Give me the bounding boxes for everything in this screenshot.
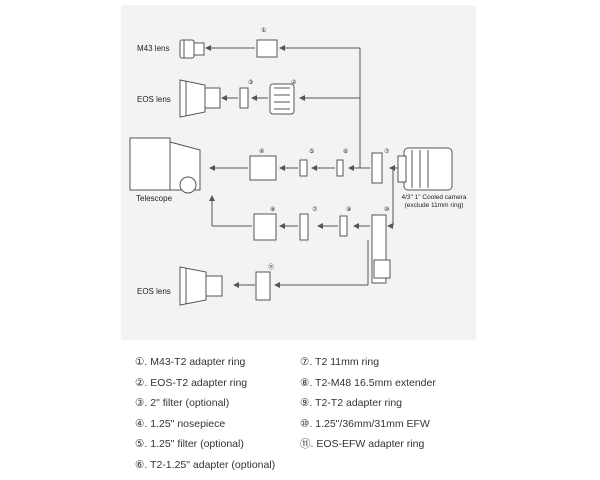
marker-11: ⑪ (268, 264, 275, 271)
2in-filter-icon (239, 87, 249, 109)
camera-label: 4/3" 1" Cooled camera (exclude 11mm ring… (398, 194, 470, 210)
marker-4: ④ (259, 148, 265, 155)
telescope-label: Telescope (136, 194, 173, 203)
camera-label-line1: 4/3" 1" Cooled camera (401, 194, 467, 201)
legend-left: ①. M43-T2 adapter ring ②. EOS-T2 adapter… (135, 352, 275, 476)
t2-11mm-ring-icon (371, 152, 383, 184)
legend-item: ④. 1.25" nosepiece (135, 417, 226, 430)
marker-7b: ⑦ (312, 206, 318, 213)
eos-lens-bottom-icon (179, 266, 223, 306)
marker-10: ⑩ (384, 206, 390, 213)
marker-5: ⑤ (309, 148, 315, 155)
marker-7: ⑦ (384, 148, 390, 155)
legend-item: ⑧. T2-M48 16.5mm extender (300, 376, 436, 389)
m43-adapter-ring-icon (256, 39, 278, 58)
125-filter-icon (299, 159, 308, 177)
m43-lens-label: M43 lens (137, 44, 170, 53)
legend-item: ②. EOS-T2 adapter ring (135, 376, 248, 389)
marker-8: ⑧ (270, 206, 276, 213)
legend-item: ⑦. T2 11mm ring (300, 356, 380, 368)
nosepiece-icon (249, 155, 277, 181)
legend-item: ③. 2" filter (optional) (135, 397, 230, 410)
marker-6: ⑥ (343, 148, 349, 155)
eos-lens-label: EOS lens (137, 95, 171, 104)
legend-right: ⑦. T2 11mm ring ⑧. T2-M48 16.5mm extende… (300, 352, 436, 455)
marker-2: ② (291, 79, 297, 86)
efw-icon (371, 214, 391, 284)
cooled-camera-icon (397, 147, 453, 191)
eos-lens-icon (179, 79, 221, 118)
legend-item: ⑤. 1.25" filter (optional) (135, 438, 244, 451)
marker-9: ⑨ (346, 206, 352, 213)
t2-t2-adapter-icon (339, 215, 348, 237)
legend-item: ⑪. EOS-EFW adapter ring (300, 438, 425, 451)
t2-m48-extender-icon (253, 213, 277, 241)
marker-3: ③ (248, 79, 254, 86)
t2-11mm-ring-lower-icon (299, 213, 309, 241)
t2-125-adapter-icon (336, 159, 344, 177)
legend-item: ①. M43-T2 adapter ring (135, 356, 246, 368)
marker-1: ① (261, 27, 267, 34)
legend-item: ⑨. T2-T2 adapter ring (300, 397, 403, 410)
m43-lens-icon (179, 39, 205, 59)
eos-efw-adapter-icon (255, 271, 271, 301)
telescope-icon (129, 137, 201, 194)
legend-item: ⑥. T2-1.25" adapter (optional) (135, 458, 276, 471)
legend-item: ⑩. 1.25"/36mm/31mm EFW (300, 417, 430, 430)
eos-t2-adapter-icon (269, 83, 295, 115)
eos-lens-bottom-label: EOS lens (137, 287, 171, 296)
camera-label-line2: (exclude 11mm ring) (404, 202, 464, 209)
